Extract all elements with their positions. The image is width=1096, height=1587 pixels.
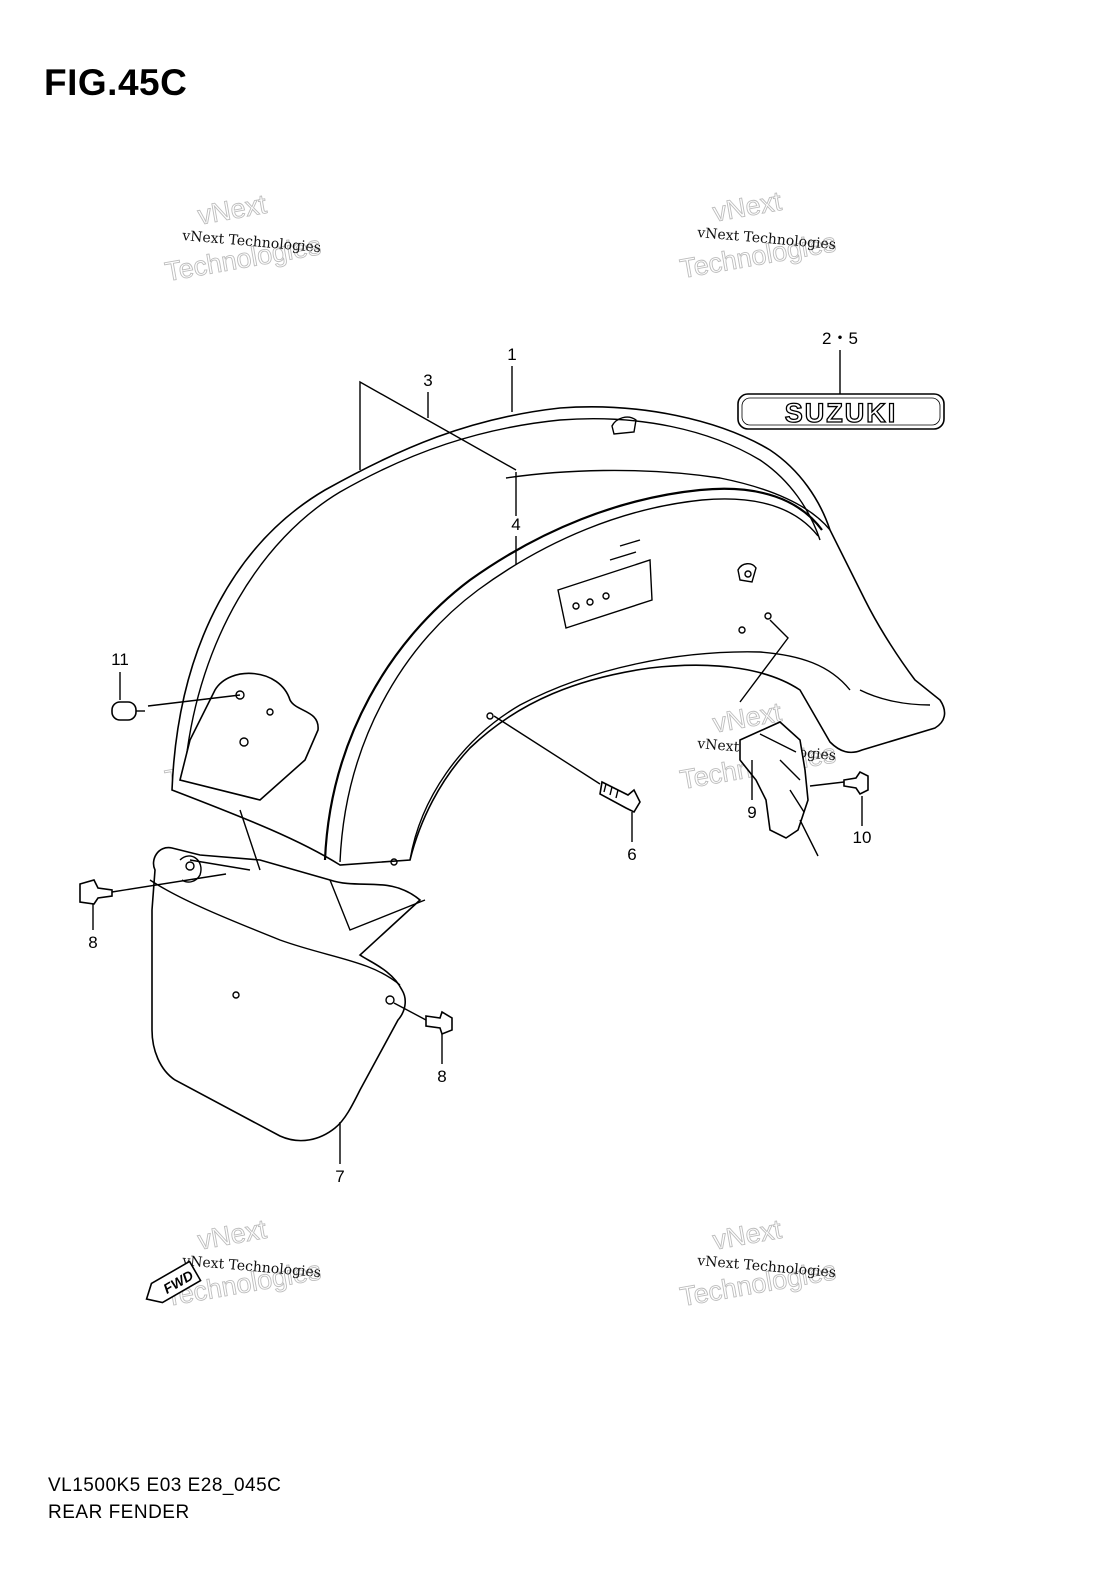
callout-9: 9 xyxy=(747,803,756,822)
figure-title: FIG.45C xyxy=(44,62,188,103)
svg-text:vNext: vNext xyxy=(710,186,784,228)
callout-8-right: 8 xyxy=(437,1067,446,1086)
screw-10 xyxy=(843,770,869,796)
rear-fender-lower-cover xyxy=(149,809,426,1142)
callout-11: 11 xyxy=(111,650,129,669)
watermark: vNext Technologies vNext Technologies xyxy=(677,1214,838,1313)
bolt-8-right xyxy=(425,1010,453,1036)
leader-lines xyxy=(92,350,863,1164)
svg-text:vNext: vNext xyxy=(195,1214,269,1256)
bolt-8-left xyxy=(79,879,113,905)
rivet-11 xyxy=(111,701,145,721)
drawing-code: VL1500K5 E03 E28_045C xyxy=(48,1475,282,1496)
callout-4: 4 xyxy=(511,515,520,534)
svg-text:vNext: vNext xyxy=(195,189,269,231)
suzuki-emblem: SUZUKI xyxy=(737,393,945,430)
rear-fender xyxy=(171,406,946,866)
callout-2-5: 2・5 xyxy=(822,329,858,348)
callout-8-left: 8 xyxy=(88,933,97,952)
callout-7: 7 xyxy=(335,1167,344,1186)
svg-text:vNext: vNext xyxy=(710,1214,784,1256)
callout-3: 3 xyxy=(423,371,432,390)
watermark: vNext Technologies vNext Technologies xyxy=(162,189,323,288)
callout-10: 10 xyxy=(853,828,872,847)
reflector-bracket xyxy=(739,721,819,857)
callout-1: 1 xyxy=(507,345,516,364)
svg-text:SUZUKI: SUZUKI xyxy=(785,398,898,428)
bolt-6 xyxy=(599,780,641,814)
figure-caption: REAR FENDER xyxy=(48,1502,190,1523)
callout-labels: 1 2・5 3 4 6 7 8 8 9 10 11 xyxy=(88,329,871,1186)
watermark: vNext Technologies vNext Technologies xyxy=(677,186,838,285)
callout-6: 6 xyxy=(627,845,636,864)
